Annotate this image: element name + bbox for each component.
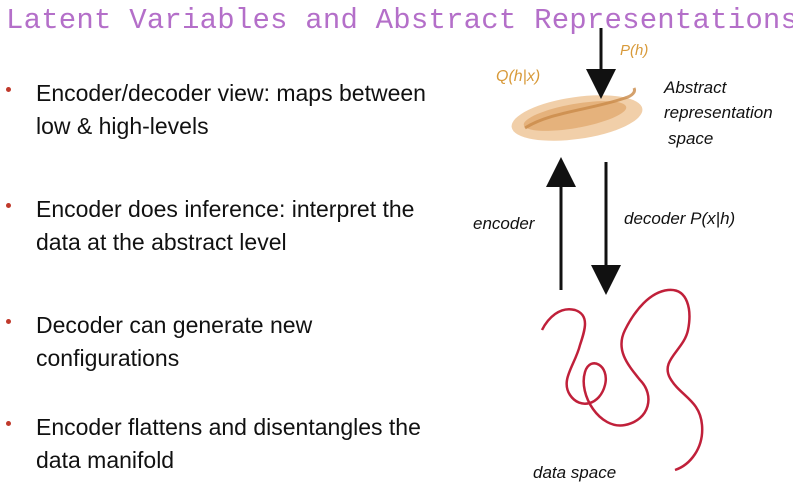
bullet-dot — [6, 203, 11, 208]
space-label-line3: space — [668, 129, 714, 148]
bullet-item: Encoder does inference: interpret the da… — [6, 193, 446, 259]
bullet-text: Encoder does inference: interpret the da… — [36, 196, 415, 255]
abstract-space-blob — [511, 87, 643, 141]
bullet-item: Decoder can generate new configurations — [6, 309, 446, 375]
bullet-item: Encoder/decoder view: maps between low &… — [6, 77, 446, 143]
bullet-dot — [6, 87, 11, 92]
bullet-dot — [6, 421, 11, 426]
bullet-item: Encoder flattens and disentangles the da… — [6, 411, 446, 477]
data-space-label: data space — [533, 463, 617, 482]
space-label-line1: Abstract — [664, 78, 727, 97]
bullet-text: Decoder can generate new configurations — [36, 312, 313, 371]
slide-title: Latent Variables and Abstract Representa… — [6, 4, 793, 37]
decoder-label: decoder P(x|h) — [624, 209, 736, 228]
space-label-line2: representation — [664, 103, 773, 122]
posterior-label: Q(h|x) — [496, 68, 541, 85]
encoder-label: encoder — [473, 214, 535, 233]
bullet-dot — [6, 319, 11, 324]
data-manifold-curve — [540, 288, 704, 472]
prior-label: P(h) — [620, 42, 649, 59]
bullet-text: Encoder/decoder view: maps between low &… — [36, 80, 426, 139]
bullet-text: Encoder flattens and disentangles the da… — [36, 414, 421, 473]
